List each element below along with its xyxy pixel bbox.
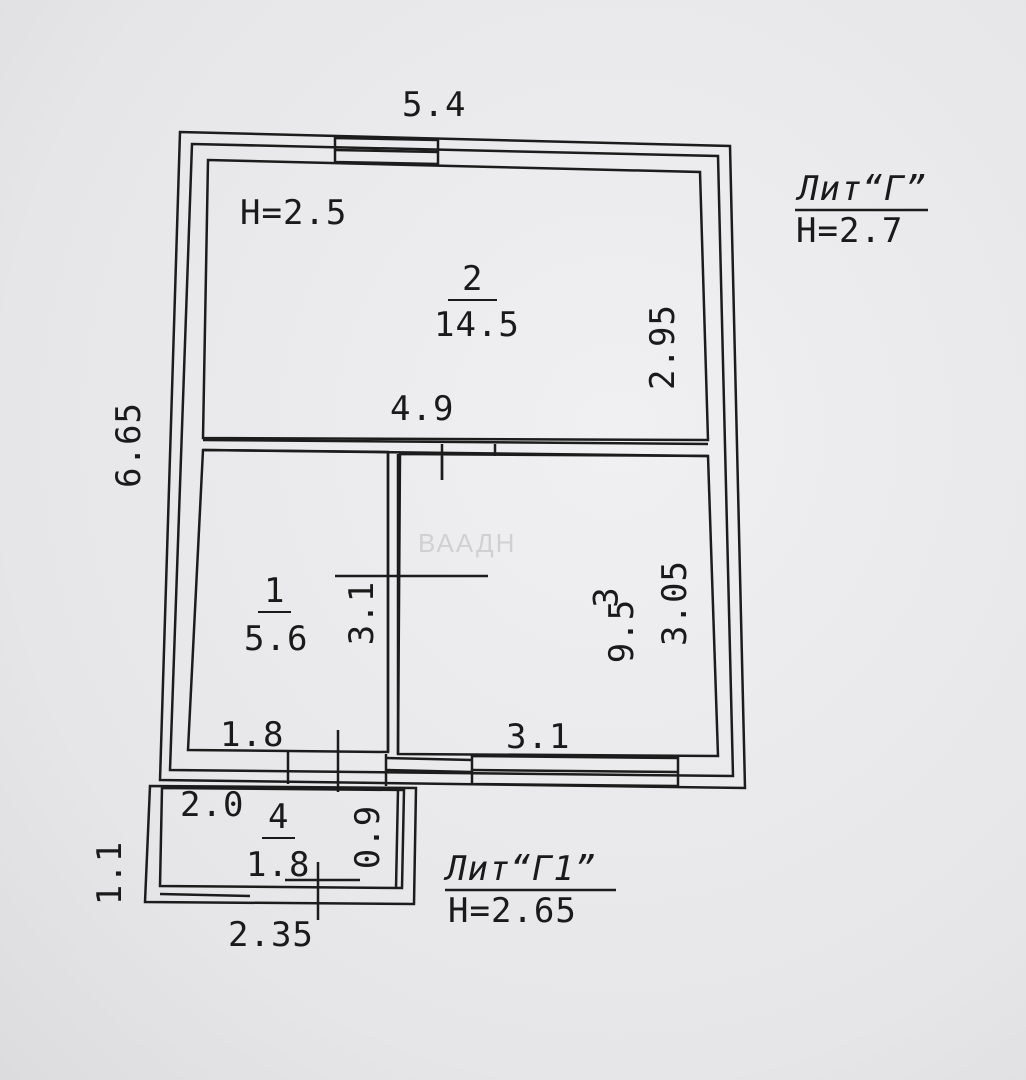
room1-area: 5.6 <box>244 619 309 659</box>
watermark: ВААДН <box>418 528 517 558</box>
lit-main-title: Лит“Г” <box>798 169 927 209</box>
window-top <box>333 136 440 166</box>
partition-horizontal-2 <box>202 448 709 458</box>
dim-top-width: 5.4 <box>402 85 467 125</box>
porch-window <box>159 892 251 898</box>
porch-inner <box>158 786 406 890</box>
partition-horizontal <box>202 438 709 446</box>
porch-outer <box>143 784 418 906</box>
room3-area: 9.5 <box>602 598 643 664</box>
lit-porch-height: H=2.65 <box>448 891 577 931</box>
room2-number: 2 <box>448 259 498 301</box>
dim-porch-height: 1.1 <box>90 840 131 906</box>
porch-cross <box>285 862 360 920</box>
dim-porch-door: 0.9 <box>348 804 389 870</box>
window-bottom-right <box>470 754 680 788</box>
room2-area: 14.5 <box>434 305 520 345</box>
room1-number: 1 <box>258 571 292 613</box>
window-bottom-mid <box>385 756 473 774</box>
room4-area: 1.8 <box>246 845 311 885</box>
lit-main-height: H=2.7 <box>796 211 904 251</box>
room2-interior <box>201 158 710 442</box>
lit-porch-title: Лит“Г1” <box>446 849 597 889</box>
dim-room2-height: 2.95 <box>642 304 683 390</box>
dim-room3-height: 3.05 <box>654 560 695 646</box>
room4-number: 4 <box>262 797 296 839</box>
inner-wall-line <box>168 142 735 778</box>
dim-room1-height: 3.1 <box>342 580 383 646</box>
dim-left-height: 6.65 <box>108 402 149 488</box>
door-room2-room3 <box>440 444 497 480</box>
dim-room3-width: 3.1 <box>506 717 571 757</box>
dim-room2-width: 4.9 <box>390 389 455 429</box>
ceiling-height-room2: H=2.5 <box>240 193 348 233</box>
dim-room1-width: 1.8 <box>220 715 285 755</box>
outer-wall <box>158 130 747 790</box>
dim-porch-bottom: 2.35 <box>228 915 314 955</box>
dim-porch-top: 2.0 <box>180 785 245 825</box>
